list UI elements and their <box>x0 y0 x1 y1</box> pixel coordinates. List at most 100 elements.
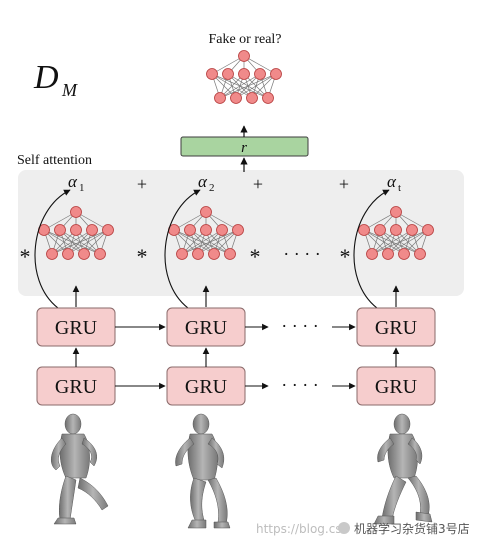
network-node <box>200 224 212 236</box>
watermark-channel-text: 机器学习杂货铺3号店 <box>354 521 470 536</box>
star-sign-1: * <box>20 244 31 269</box>
network-edge <box>371 229 413 255</box>
network-node <box>200 206 212 218</box>
network-node <box>414 248 426 260</box>
network-edge <box>395 211 429 231</box>
alpha-t: α t <box>387 172 401 194</box>
network-edge <box>51 229 109 255</box>
output-network <box>206 50 282 104</box>
star-sign-3: * <box>250 244 261 269</box>
gru-label-r2c3: GRU <box>375 376 418 398</box>
network-node <box>206 68 218 80</box>
network-node <box>262 92 274 104</box>
network-node <box>208 248 220 260</box>
alpha-t-sub: t <box>398 182 401 194</box>
gru-box-r1c3 <box>356 307 436 347</box>
wechat-icon <box>338 522 350 534</box>
network-edge <box>235 73 277 99</box>
alpha-1-sub: 1 <box>79 182 85 194</box>
network-edge <box>243 55 277 75</box>
network-node <box>238 68 250 80</box>
network-node <box>254 68 266 80</box>
network-node <box>224 248 236 260</box>
curve-arrow-3 <box>353 189 390 309</box>
network-node <box>94 248 106 260</box>
network-edge <box>173 211 207 231</box>
curve-arrow-2 <box>164 189 201 309</box>
network-edge <box>205 211 239 231</box>
plus-sign-2: + <box>253 174 263 194</box>
watermark-channel: 机器学习杂货铺3号店 <box>338 521 470 536</box>
network-node <box>398 248 410 260</box>
human-figure-1 <box>50 413 109 525</box>
network-node <box>358 224 370 236</box>
alpha-2: α 2 <box>198 172 215 194</box>
network-node <box>374 224 386 236</box>
network-edge <box>219 73 277 99</box>
plus-sign-1: + <box>137 174 147 194</box>
network-node <box>390 206 402 218</box>
gru-row2-ellipsis: · · · · <box>281 375 318 395</box>
network-edge <box>363 211 397 231</box>
attention-network-2 <box>168 206 244 260</box>
network-edge <box>181 229 223 255</box>
model-label: D M <box>33 59 78 100</box>
network-edge <box>387 229 429 255</box>
self-attention-label: Self attention <box>17 153 92 168</box>
network-node <box>222 68 234 80</box>
network-node <box>46 248 58 260</box>
watermark-url: https://blog.cs <box>256 522 342 536</box>
network-node <box>238 50 250 62</box>
network-edge <box>211 55 245 75</box>
network-edge <box>181 229 239 255</box>
network-node <box>232 224 244 236</box>
network-node <box>230 92 242 104</box>
network-node <box>86 224 98 236</box>
network-node <box>366 248 378 260</box>
attention-network-1 <box>38 206 114 260</box>
network-edge <box>51 229 93 255</box>
network-edge <box>219 73 261 99</box>
network-node <box>214 92 226 104</box>
network-node <box>70 224 82 236</box>
plus-sign-3: + <box>339 174 349 194</box>
star-sign-2: * <box>137 244 148 269</box>
curve-arrow-1 <box>34 189 71 309</box>
gru-label-r1c3: GRU <box>375 317 418 339</box>
r-label: r <box>241 140 247 156</box>
human-figure-2 <box>175 413 231 529</box>
network-node <box>176 248 188 260</box>
attention-network-t <box>358 206 434 260</box>
network-node <box>270 68 282 80</box>
star-sign-4: * <box>340 244 351 269</box>
attention-ellipsis: · · · · <box>283 244 320 264</box>
model-label-main: D <box>33 59 59 96</box>
network-node <box>422 224 434 236</box>
network-node <box>246 92 258 104</box>
alpha-2-greek: α <box>198 172 208 191</box>
network-edge <box>75 211 109 231</box>
network-node <box>406 224 418 236</box>
network-edge <box>197 229 239 255</box>
alpha-t-greek: α <box>387 172 397 191</box>
gru-row1-ellipsis: · · · · <box>281 316 318 336</box>
network-node <box>390 224 402 236</box>
networks <box>38 50 434 260</box>
fake-or-real-label: Fake or real? <box>208 32 281 47</box>
network-node <box>70 206 82 218</box>
gru-label-r1c1: GRU <box>55 317 98 339</box>
human-figure-3 <box>373 413 433 525</box>
network-node <box>382 248 394 260</box>
alpha-1: α 1 <box>68 172 85 194</box>
network-node <box>78 248 90 260</box>
gru-label-r2c1: GRU <box>55 376 98 398</box>
gru-label-r2c2: GRU <box>185 376 228 398</box>
network-edge <box>67 229 109 255</box>
model-label-subscript: M <box>61 80 78 100</box>
gru-label-r1c2: GRU <box>185 317 228 339</box>
network-edge <box>371 229 429 255</box>
alpha-1-greek: α <box>68 172 78 191</box>
network-node <box>192 248 204 260</box>
